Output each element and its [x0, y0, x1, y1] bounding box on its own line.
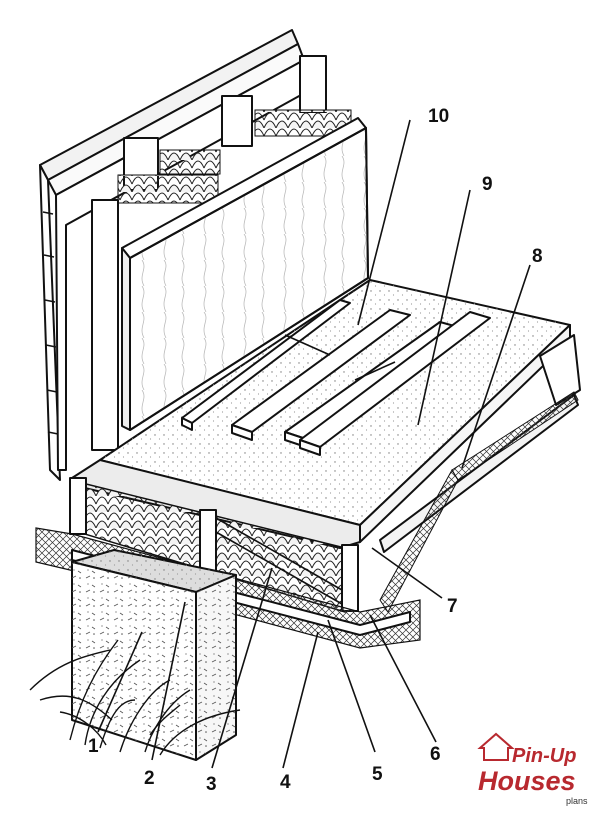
- callout-7: 7: [447, 596, 458, 617]
- finish-flooring-planks: [181, 299, 491, 456]
- leader-lines: [97, 119, 531, 769]
- logo-line1: Pin-Up: [512, 745, 576, 767]
- callout-10: 10: [428, 106, 449, 127]
- pin-up-houses-logo: Pin-Up Houses plans: [477, 732, 588, 806]
- leader-8: [461, 264, 531, 469]
- foundation-wall: [71, 549, 237, 761]
- callout-1: 1: [88, 736, 99, 757]
- callout-numbers: 10 9 8 7 6 5 4 3 2 1: [88, 106, 543, 795]
- leader-10: [357, 119, 411, 326]
- leader-3: [211, 567, 273, 769]
- leader-5: [327, 619, 376, 753]
- callout-3: 3: [206, 774, 217, 795]
- logo-line2: Houses: [478, 766, 576, 796]
- leader-1: [97, 631, 143, 733]
- callout-6: 6: [430, 744, 441, 765]
- house-icon: [477, 732, 515, 761]
- leader-4: [282, 631, 319, 769]
- interior-wall-panel: [121, 117, 369, 431]
- leader-6: [369, 614, 437, 743]
- callout-9: 9: [482, 174, 493, 195]
- logo-line3: plans: [566, 796, 588, 806]
- leader-7: [371, 547, 443, 599]
- leader-2: [151, 601, 186, 761]
- callout-4: 4: [280, 772, 291, 793]
- leader-9: [417, 189, 471, 426]
- callout-8: 8: [532, 246, 543, 267]
- wall-studs: [55, 55, 352, 471]
- exterior-siding: [39, 29, 305, 481]
- callout-5: 5: [372, 764, 383, 785]
- callout-2: 2: [144, 768, 155, 789]
